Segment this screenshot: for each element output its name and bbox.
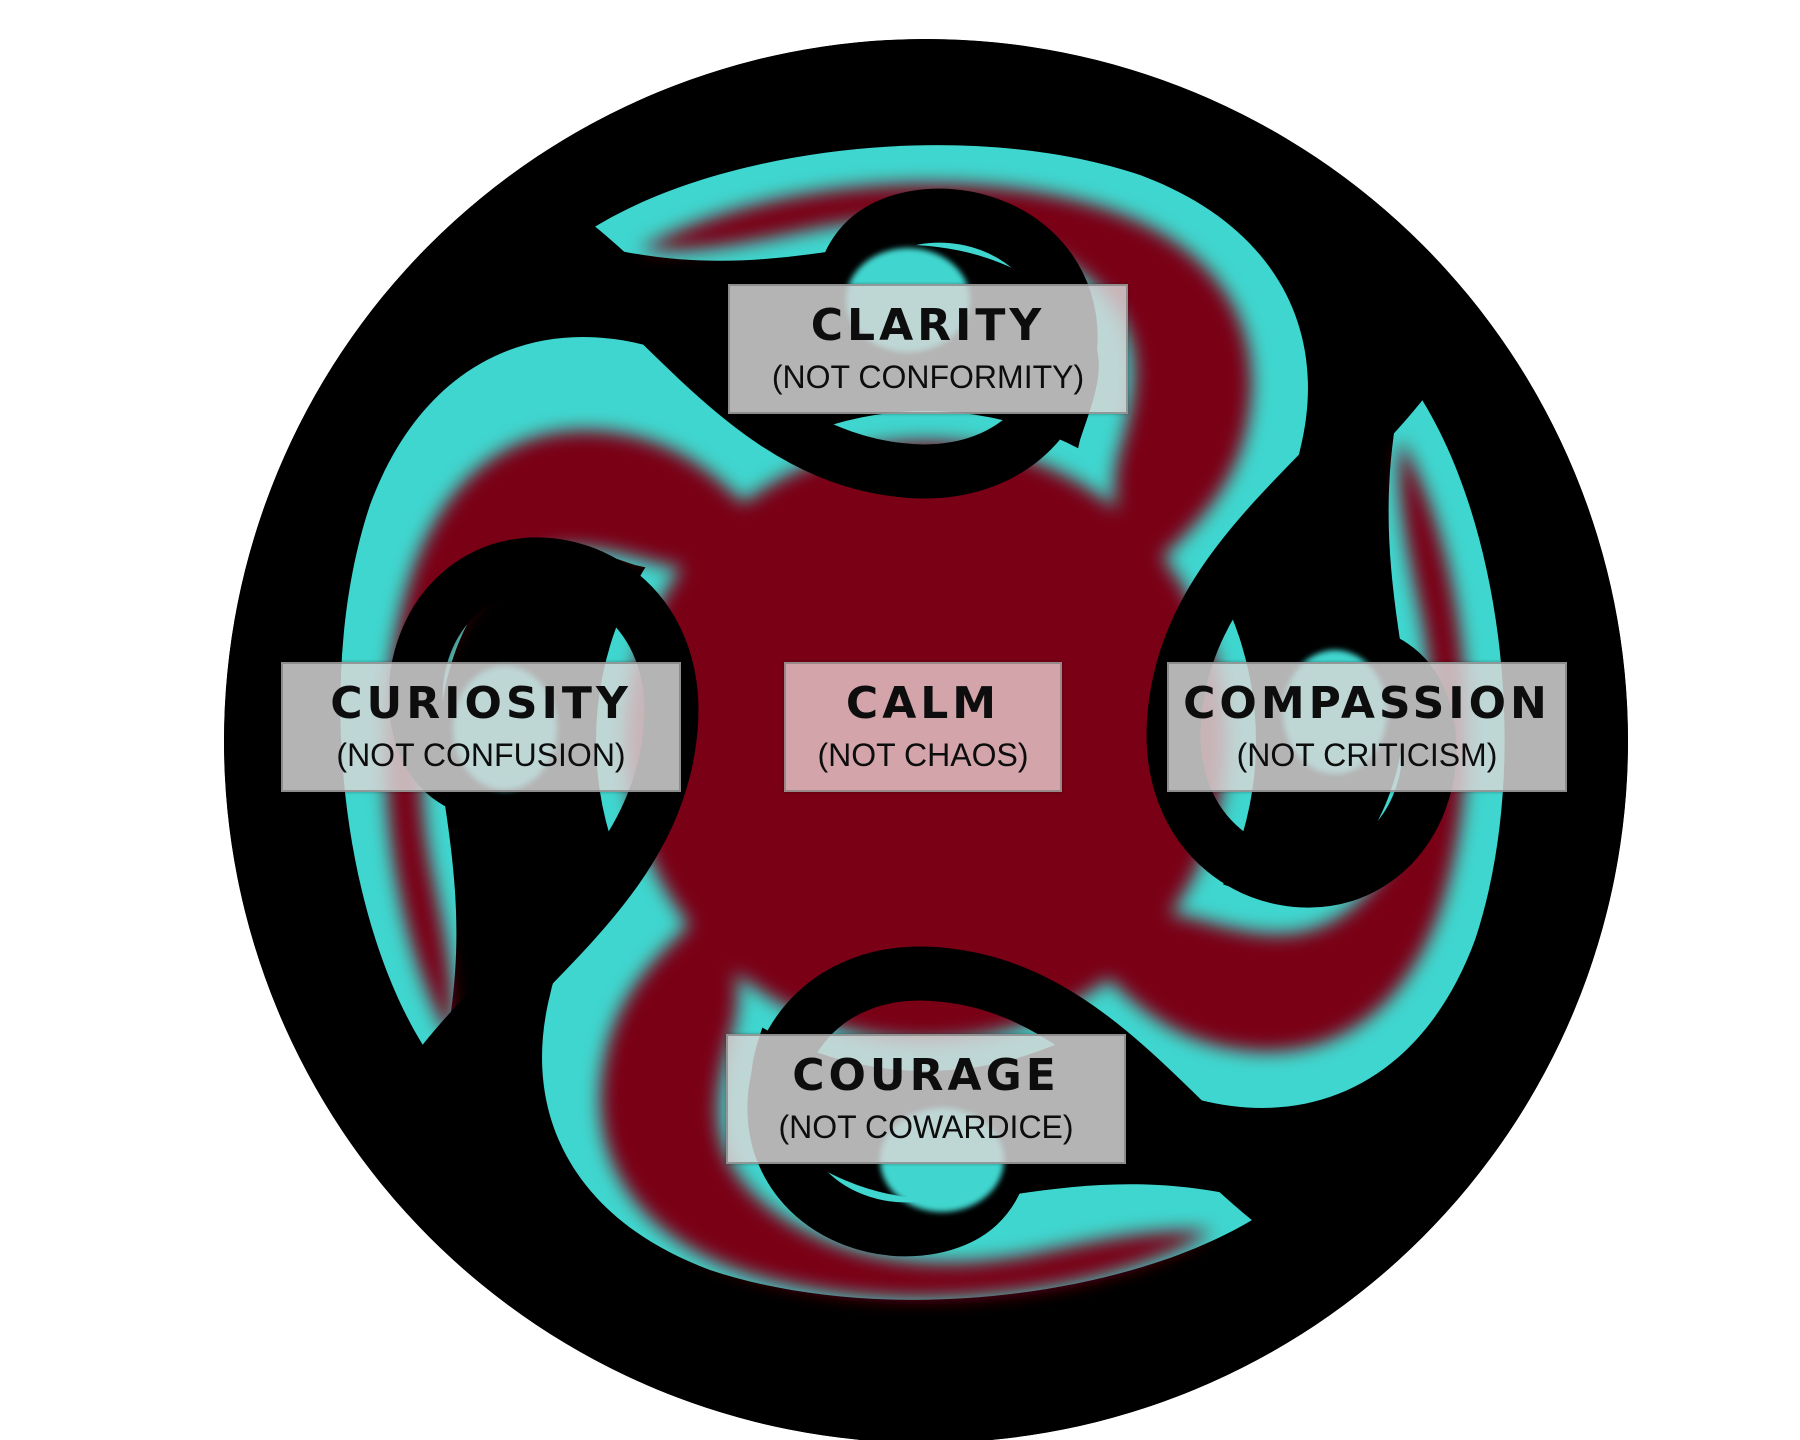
label-curiosity-subtitle: (NOT CONFUSION) bbox=[336, 737, 626, 773]
label-curiosity: CURIOSITY (NOT CONFUSION) bbox=[281, 662, 681, 792]
label-calm-subtitle: (NOT CHAOS) bbox=[817, 737, 1029, 773]
outer-ring-rim bbox=[224, 39, 1628, 1440]
label-calm: CALM (NOT CHAOS) bbox=[784, 662, 1062, 792]
label-clarity: CLARITY (NOT CONFORMITY) bbox=[728, 284, 1128, 414]
label-clarity-subtitle: (NOT CONFORMITY) bbox=[771, 359, 1085, 395]
spiral-arm-right-red bbox=[1090, 440, 1467, 1052]
spiral-arm-top-red bbox=[640, 183, 1252, 560]
spiral-arm-bottom-red bbox=[600, 922, 1212, 1299]
label-curiosity-title: CURIOSITY bbox=[330, 677, 632, 729]
label-courage-title: COURAGE bbox=[792, 1049, 1060, 1101]
label-clarity-title: CLARITY bbox=[810, 299, 1046, 351]
label-compassion-title: COMPASSION bbox=[1183, 677, 1551, 729]
label-compassion-subtitle: (NOT CRITICISM) bbox=[1236, 737, 1498, 773]
label-compassion: COMPASSION (NOT CRITICISM) bbox=[1167, 662, 1567, 792]
label-calm-title: CALM bbox=[845, 677, 1001, 729]
label-courage: COURAGE (NOT COWARDICE) bbox=[726, 1034, 1126, 1164]
label-courage-subtitle: (NOT COWARDICE) bbox=[778, 1109, 1074, 1145]
